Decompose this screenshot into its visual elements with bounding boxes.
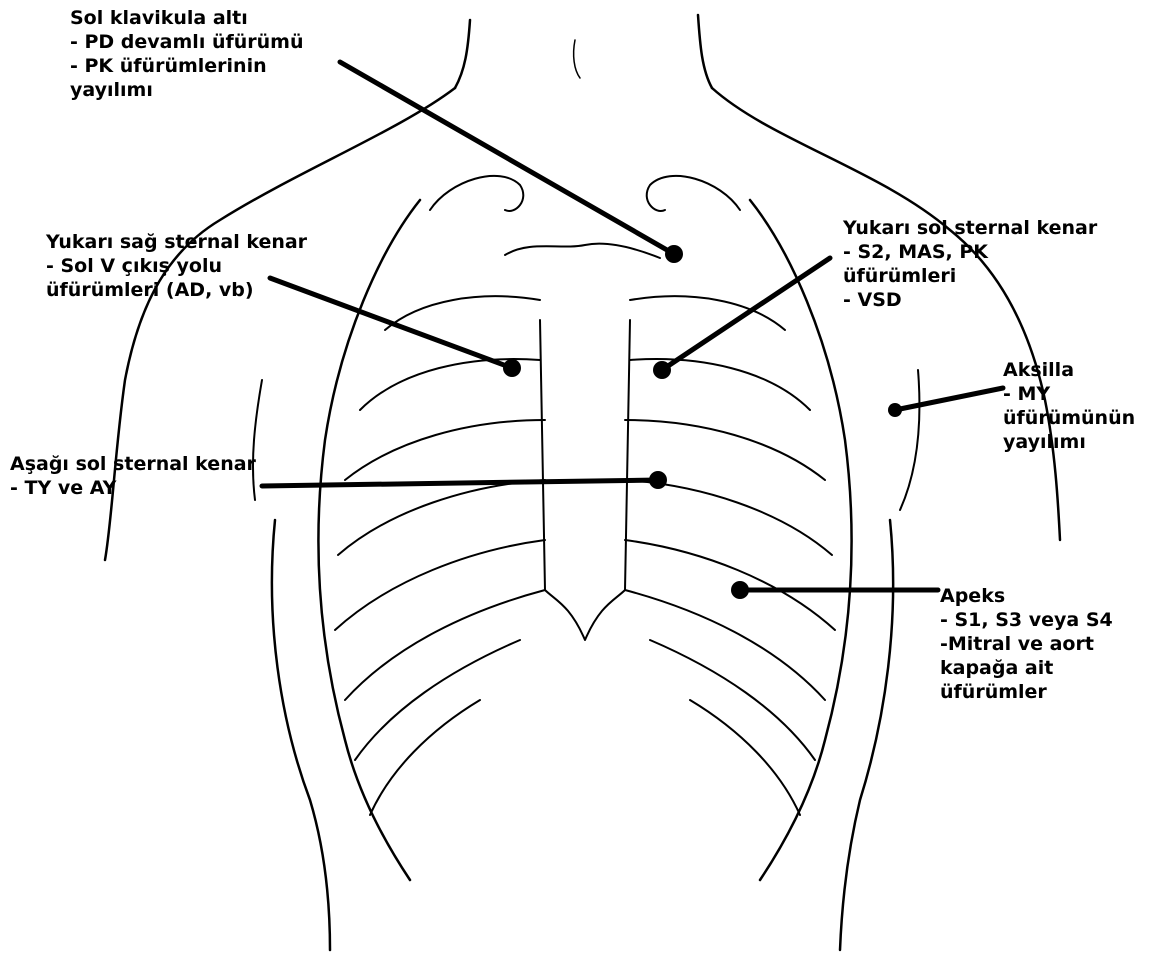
label-line: - MY	[1003, 382, 1135, 406]
label-aksilla: Aksilla - MY üfürümünün yayılımı	[1003, 358, 1135, 454]
label-line: üfürümünün	[1003, 406, 1135, 430]
shoulder-right-outline	[712, 88, 1060, 540]
label-apeks: Apeks - S1, S3 veya S4 -Mitral ve aort k…	[940, 584, 1113, 704]
label-title: Aksilla	[1003, 358, 1135, 382]
point-yukari-sag	[503, 359, 521, 377]
label-line: - S1, S3 veya S4	[940, 608, 1113, 632]
point-sol-klavikula	[665, 245, 683, 263]
label-line: -Mitral ve aort	[940, 632, 1113, 656]
label-line: - TY ve AY	[10, 476, 256, 500]
flank-right-outline	[840, 520, 893, 950]
label-line: - PK üfürümlerinin	[70, 54, 303, 78]
neck-right-outline	[698, 15, 712, 88]
clavicle-left	[430, 176, 523, 211]
label-line: kapağa ait	[940, 656, 1113, 680]
flank-left-outline	[272, 520, 330, 950]
label-line: - VSD	[843, 288, 1097, 312]
neck-left-outline	[455, 20, 470, 88]
point-asagi-sol	[649, 471, 667, 489]
label-line: - PD devamlı üfürümü	[70, 30, 303, 54]
leader-aksilla	[895, 388, 1003, 410]
label-line: - Sol V çıkış yolu	[46, 254, 307, 278]
arm-right-inner	[900, 370, 919, 510]
label-title: Yukarı sol sternal kenar	[843, 216, 1097, 240]
neck-center-mark	[574, 40, 580, 78]
clavicle-right	[647, 176, 740, 211]
label-line: üfürümleri	[843, 264, 1097, 288]
ribcage-outline	[318, 200, 851, 880]
label-yukari-sol: Yukarı sol sternal kenar - S2, MAS, PK ü…	[843, 216, 1097, 312]
label-title: Aşağı sol sternal kenar	[10, 452, 256, 476]
label-yukari-sag: Yukarı sağ sternal kenar - Sol V çıkış y…	[46, 230, 307, 302]
label-title: Yukarı sağ sternal kenar	[46, 230, 307, 254]
label-line: üfürümler	[940, 680, 1113, 704]
label-line: yayılımı	[1003, 430, 1135, 454]
label-sol-klavikula: Sol klavikula altı - PD devamlı üfürümü …	[70, 6, 303, 102]
label-title: Apeks	[940, 584, 1113, 608]
point-apeks	[731, 581, 749, 599]
label-asagi-sol: Aşağı sol sternal kenar - TY ve AY	[10, 452, 256, 500]
leader-yukari-sol	[662, 258, 830, 370]
point-aksilla	[888, 403, 902, 417]
label-line: yayılımı	[70, 78, 303, 102]
label-line: - S2, MAS, PK	[843, 240, 1097, 264]
manubrium-top	[505, 244, 660, 258]
label-title: Sol klavikula altı	[70, 6, 303, 30]
leader-sol-klavikula	[340, 62, 674, 254]
label-line: üfürümleri (AD, vb)	[46, 278, 307, 302]
point-yukari-sol	[653, 361, 671, 379]
